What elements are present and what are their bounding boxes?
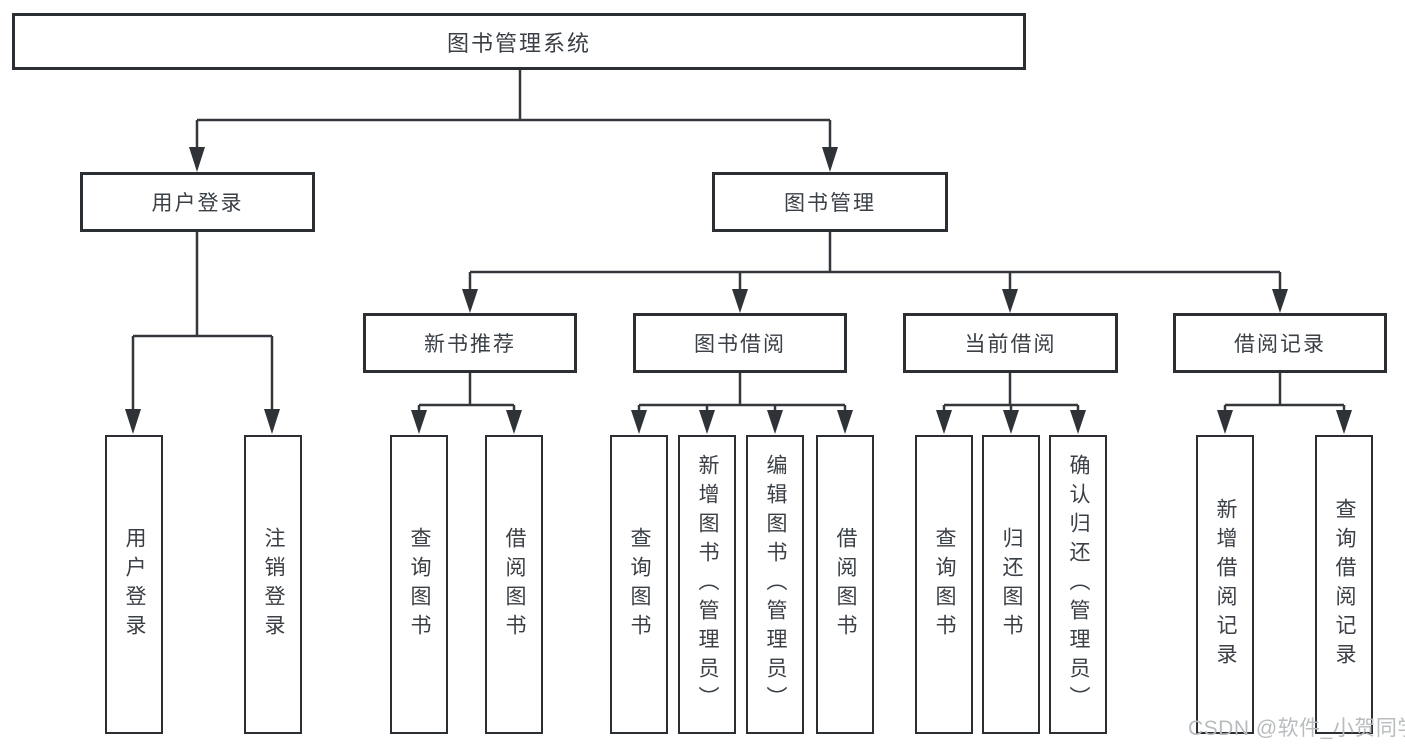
leaf-logout: 注销登录 [244, 435, 302, 734]
node-borrow-records: 借阅记录 [1173, 313, 1387, 373]
node-current-borrow: 当前借阅 [903, 313, 1118, 373]
leaf-add-borrow-record: 新增借阅记录 [1196, 435, 1254, 734]
leaf-borrow-books-1: 借阅图书 [485, 435, 543, 734]
watermark: CSDN @软件_小贺同学 [1188, 717, 1405, 740]
leaf-return-books: 归还图书 [982, 435, 1040, 734]
node-book-management: 图书管理 [712, 172, 948, 232]
connector-user-login-to-leaves [125, 230, 280, 434]
node-user-login: 用户登录 [80, 172, 315, 232]
leaf-confirm-return-admin: 确认归还（管理员） [1049, 435, 1107, 734]
node-root-system: 图书管理系统 [12, 13, 1026, 70]
leaf-borrow-books-2: 借阅图书 [816, 435, 874, 734]
connector-new-book-to-leaves [411, 371, 522, 434]
leaf-query-borrow-record: 查询借阅记录 [1315, 435, 1373, 734]
leaf-query-books-1: 查询图书 [390, 435, 448, 734]
leaf-add-book-admin: 新增图书（管理员） [678, 435, 736, 734]
connector-book-mgmt-to-level3 [462, 230, 1288, 313]
leaf-query-books-3: 查询图书 [915, 435, 973, 734]
leaf-edit-book-admin: 编辑图书（管理员） [746, 435, 804, 734]
connector-book-borrow-to-leaves [631, 371, 853, 434]
connector-root-to-level2 [189, 68, 838, 172]
node-book-borrow: 图书借阅 [633, 313, 847, 373]
leaf-query-books-2: 查询图书 [610, 435, 668, 734]
connector-borrow-records-to-leaves [1217, 371, 1352, 434]
node-new-book-recommend: 新书推荐 [363, 313, 577, 373]
connector-current-borrow-to-leaves [936, 371, 1086, 434]
leaf-user-login: 用户登录 [105, 435, 163, 734]
